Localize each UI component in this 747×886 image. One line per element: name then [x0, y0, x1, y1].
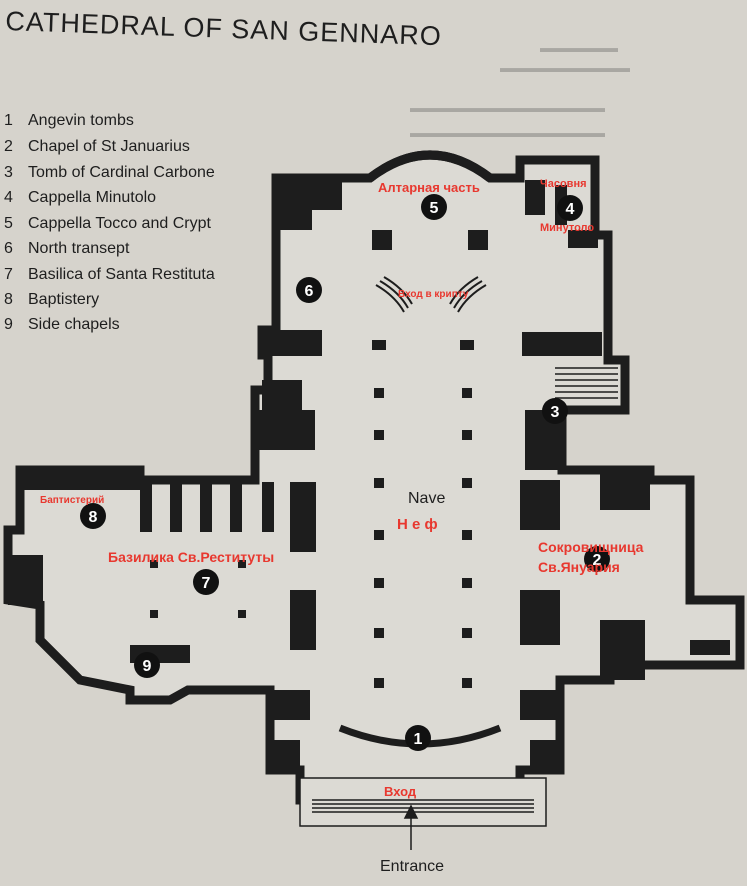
marker-3: 3 — [542, 398, 568, 424]
treasury-annotation-line1: Сокровищница — [538, 539, 644, 555]
bleed-through-text: ▬▬▬▬▬▬▬▬▬▬▬▬▬▬▬ — [410, 125, 605, 140]
altar-annotation: Алтарная часть — [378, 180, 480, 195]
entrance-label: Entrance — [380, 858, 445, 875]
legend-label: Basilica of Santa Restituta — [28, 266, 215, 283]
baptistery-annotation: Баптистерий — [40, 495, 105, 506]
marker-9: 9 — [134, 652, 160, 678]
legend-number: 8 — [4, 291, 13, 308]
crypt-stairs — [375, 276, 487, 313]
legend-number: 3 — [4, 164, 13, 181]
legend-number: 7 — [4, 266, 13, 283]
marker-6: 6 — [296, 277, 322, 303]
nave-pillars — [150, 340, 474, 688]
marker-7: 7 — [193, 569, 219, 595]
marker-2: 2 — [584, 546, 610, 572]
legend-label: Angevin tombs — [28, 112, 134, 129]
marker-8: 8 — [80, 503, 106, 529]
basilica-annotation: Базилика Св.Реституты — [108, 549, 275, 565]
nave-label: Nave — [408, 490, 446, 507]
legend-number: 9 — [4, 316, 13, 333]
entrance-steps — [299, 777, 547, 827]
svg-text:2: 2 — [593, 552, 602, 569]
legend-label: Cappella Minutolo — [28, 189, 157, 206]
entrance-arrow — [403, 804, 419, 850]
legend-label: Chapel of St Januarius — [28, 138, 190, 155]
side-stairs — [555, 367, 618, 399]
chapel-annotation-line1: Часовня — [540, 178, 587, 190]
marker-1: 1 — [405, 725, 431, 751]
nave-annotation: Н е ф — [397, 516, 438, 533]
legend-label: Baptistery — [28, 291, 100, 308]
treasury-annotation-line2: Св.Януария — [538, 559, 620, 575]
legend-label: Cappella Tocco and Crypt — [28, 215, 211, 232]
svg-text:3: 3 — [551, 404, 560, 421]
legend-label: North transept — [28, 240, 130, 257]
svg-text:9: 9 — [143, 658, 152, 675]
bleed-through-text: ▬▬▬▬▬▬▬▬▬▬▬▬▬▬▬ — [410, 100, 605, 115]
svg-text:5: 5 — [430, 200, 439, 217]
crypt-entry-annotation: Вход в крипту — [398, 289, 469, 300]
svg-text:8: 8 — [89, 509, 98, 526]
svg-text:7: 7 — [202, 575, 211, 592]
svg-text:1: 1 — [414, 731, 423, 748]
legend-number: 6 — [4, 240, 13, 257]
legend-label: Side chapels — [28, 316, 120, 333]
legend-number: 5 — [4, 215, 13, 232]
marker-4: 4 — [557, 195, 583, 221]
bleed-through-text: ▬▬▬▬▬▬ — [540, 40, 618, 55]
svg-text:6: 6 — [305, 283, 314, 300]
svg-text:4: 4 — [566, 201, 575, 218]
entry-annotation: Вход — [384, 784, 417, 799]
bleed-through-text: ▬▬▬▬▬▬▬▬▬▬ — [500, 60, 630, 75]
marker-5: 5 — [421, 194, 447, 220]
legend-number: 2 — [4, 138, 13, 155]
legend-label: Tomb of Cardinal Carbone — [28, 164, 215, 181]
legend-number: 1 — [4, 112, 13, 129]
altar-apse — [367, 150, 493, 182]
chapel-annotation-line2: Минутоло — [540, 222, 595, 234]
legend-number: 4 — [4, 189, 13, 206]
